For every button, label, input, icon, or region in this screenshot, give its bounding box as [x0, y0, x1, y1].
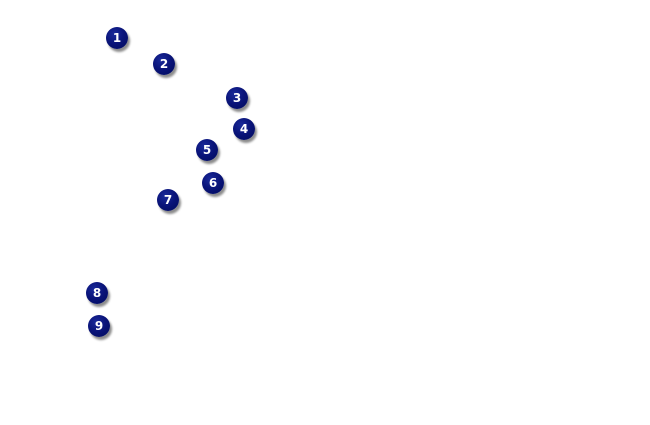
marker-3[interactable]: 3 — [226, 87, 248, 109]
marker-4[interactable]: 4 — [233, 118, 255, 140]
marker-6[interactable]: 6 — [202, 172, 224, 194]
marker-2[interactable]: 2 — [153, 53, 175, 75]
marker-1[interactable]: 1 — [106, 27, 128, 49]
marker-7[interactable]: 7 — [157, 189, 179, 211]
marker-8[interactable]: 8 — [86, 282, 108, 304]
marker-9[interactable]: 9 — [88, 315, 110, 337]
marker-5[interactable]: 5 — [196, 139, 218, 161]
